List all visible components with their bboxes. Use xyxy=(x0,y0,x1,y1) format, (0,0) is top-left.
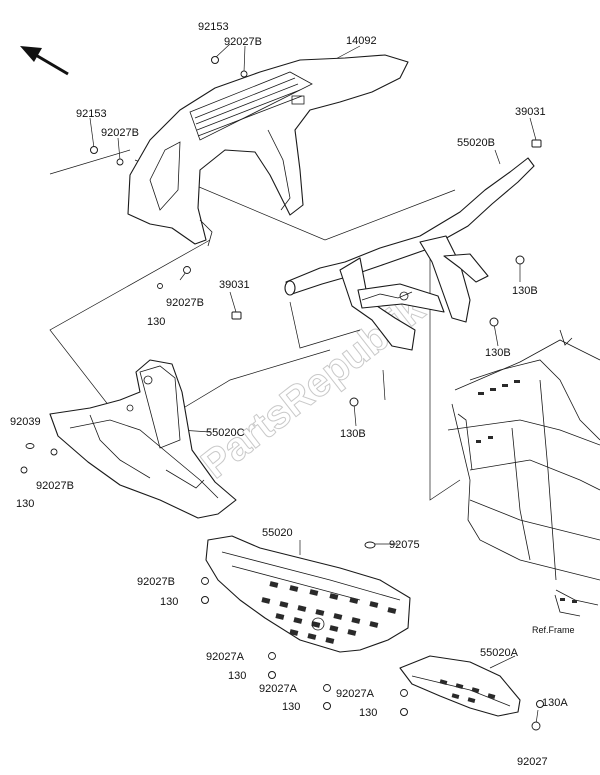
front-cover-14092[interactable] xyxy=(127,54,409,247)
label-92027B-left[interactable]: 92027B xyxy=(101,127,139,139)
label-14092[interactable]: 14092 xyxy=(346,35,377,47)
skid-plate-55020A[interactable] xyxy=(399,655,521,717)
bolt-icon[interactable] xyxy=(536,700,544,708)
label-92075[interactable]: 92075 xyxy=(389,539,420,551)
washer-icon[interactable] xyxy=(50,448,58,456)
washer-icon[interactable] xyxy=(116,158,124,166)
reference-frame xyxy=(447,329,600,617)
label-55020[interactable]: 55020 xyxy=(262,527,293,539)
label-92027B-top[interactable]: 92027B xyxy=(224,36,262,48)
label-55020B[interactable]: 55020B xyxy=(457,137,495,149)
label-130B-a[interactable]: 130B xyxy=(512,285,538,297)
nut-icon[interactable] xyxy=(531,139,542,148)
label-92153-left[interactable]: 92153 xyxy=(76,108,107,120)
watermark: PartsRepublik xyxy=(193,286,433,487)
washer-icon[interactable] xyxy=(323,684,331,692)
label-55020A[interactable]: 55020A xyxy=(480,647,519,659)
bolt-icon[interactable] xyxy=(349,397,359,407)
washer-icon[interactable] xyxy=(157,283,163,289)
label-39031-right[interactable]: 39031 xyxy=(515,106,546,118)
grommet-icon[interactable] xyxy=(364,541,376,549)
washer-icon[interactable] xyxy=(531,721,541,731)
bracket-55020B[interactable] xyxy=(284,157,535,351)
washer-icon[interactable] xyxy=(183,266,191,274)
guard-plate-55020C[interactable] xyxy=(49,359,237,519)
label-92153-top[interactable]: 92153 xyxy=(198,21,229,33)
label-92027B-low[interactable]: 92027B xyxy=(36,480,74,492)
label-130-left[interactable]: 130 xyxy=(16,498,34,510)
label-92027A-c[interactable]: 92027A xyxy=(336,688,375,700)
label-92027A-b[interactable]: 92027A xyxy=(259,683,298,695)
label-130-b[interactable]: 130 xyxy=(282,701,300,713)
label-92027B-skid[interactable]: 92027B xyxy=(137,576,175,588)
bolt-icon[interactable] xyxy=(323,702,331,710)
washer-icon[interactable] xyxy=(268,652,276,660)
washer-icon[interactable] xyxy=(201,577,209,585)
label-39031-mid[interactable]: 39031 xyxy=(219,279,250,291)
part-labels: 92153 92027B 14092 92153 92027B 39031 55… xyxy=(10,21,575,768)
nut-icon[interactable] xyxy=(231,311,242,320)
label-130-mid[interactable]: 130 xyxy=(147,316,165,328)
washer-icon[interactable] xyxy=(400,689,408,697)
label-55020C[interactable]: 55020C xyxy=(206,427,245,439)
bolt-icon[interactable] xyxy=(201,596,209,604)
label-130-skid[interactable]: 130 xyxy=(160,596,178,608)
label-92027B-mid[interactable]: 92027B xyxy=(166,297,204,309)
bolt-icon[interactable] xyxy=(268,671,276,679)
bolt-icon[interactable] xyxy=(90,146,98,154)
clip-icon[interactable] xyxy=(25,443,35,449)
label-130-c[interactable]: 130 xyxy=(359,707,377,719)
label-130B-c[interactable]: 130B xyxy=(340,428,366,440)
label-92027[interactable]: 92027 xyxy=(517,756,548,768)
label-130B-b[interactable]: 130B xyxy=(485,347,511,359)
arrow-up-left-icon xyxy=(20,46,69,76)
bolt-icon[interactable] xyxy=(400,708,408,716)
label-92027A-a[interactable]: 92027A xyxy=(206,651,245,663)
hardware xyxy=(20,56,544,731)
label-130-a[interactable]: 130 xyxy=(228,670,246,682)
ref-frame-label: Ref.Frame xyxy=(532,625,575,635)
label-130A[interactable]: 130A xyxy=(542,697,568,709)
washer-icon[interactable] xyxy=(240,70,248,78)
bolt-icon[interactable] xyxy=(515,255,525,265)
bolt-icon[interactable] xyxy=(211,56,219,64)
bolt-icon[interactable] xyxy=(489,317,499,327)
washer-icon[interactable] xyxy=(20,466,28,474)
label-92039[interactable]: 92039 xyxy=(10,416,41,428)
skid-plate-55020[interactable] xyxy=(205,535,411,653)
